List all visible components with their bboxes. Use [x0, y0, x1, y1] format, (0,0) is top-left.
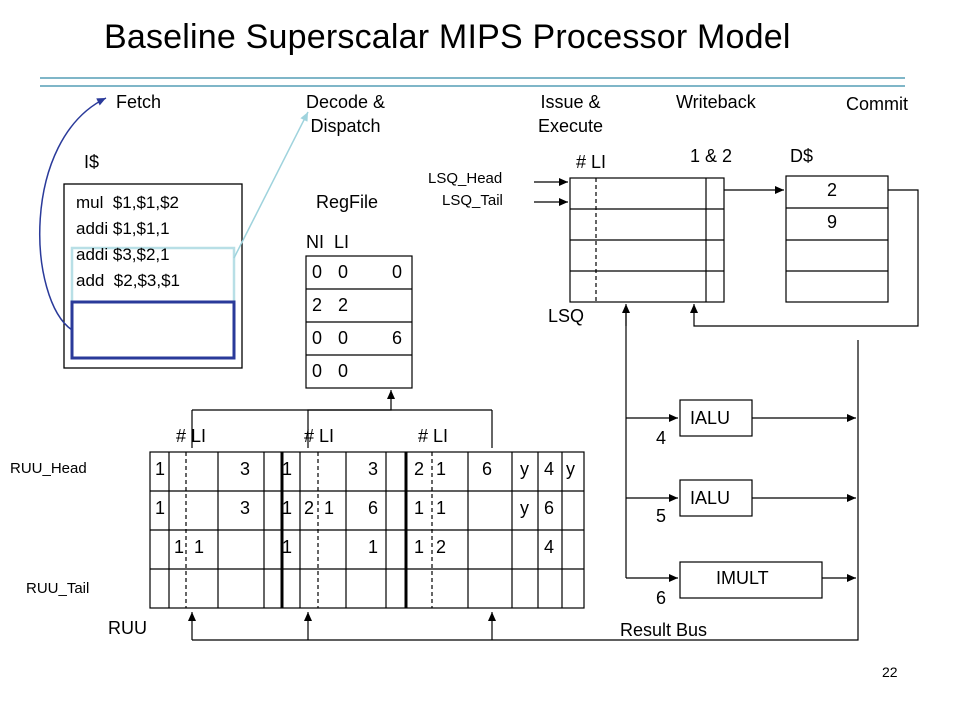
ruu-tail-label: RUU_Tail — [26, 580, 90, 597]
ruu-cell: y — [520, 498, 529, 518]
ruu-cell: 1 — [436, 498, 447, 518]
stage-issue-execute: Issue & Execute — [538, 90, 603, 138]
ruu-cell: 3 — [240, 498, 251, 518]
icache-instructions: mul $1,$1,$2 addi $1,$1,1 addi $3,$2,1 a… — [76, 190, 180, 294]
ruu-cell: 1 — [282, 498, 293, 518]
ruu-table — [149, 451, 585, 609]
ruu-cell: y — [566, 459, 575, 479]
dcache-value: 2 — [827, 180, 838, 200]
page-title: Baseline Superscalar MIPS Processor Mode… — [104, 18, 791, 56]
unit-latency: 6 — [656, 588, 667, 608]
ruu-cell: 2 — [304, 498, 315, 518]
regfile-cell: 2 — [338, 295, 349, 315]
instruction: mul $1,$1,$2 — [76, 193, 180, 212]
icache-label: I$ — [84, 152, 100, 172]
icache-box — [63, 183, 243, 369]
stage-decode-line2: Dispatch — [310, 116, 381, 136]
dcache-label: D$ — [790, 146, 814, 166]
stage-commit: Commit — [846, 94, 908, 114]
result-bus-label: Result Bus — [620, 620, 708, 640]
regfile-table — [305, 255, 413, 389]
ruu-head-label: RUU_Head — [10, 460, 87, 477]
ruu-cell: 4 — [544, 537, 555, 557]
ruu-cell: y — [520, 459, 529, 479]
result-bus — [192, 340, 859, 641]
imult-box — [679, 561, 823, 599]
ruu-cell: 1 — [414, 498, 425, 518]
instruction: addi $1,$1,1 — [76, 219, 170, 238]
ruu-cell: 1 — [174, 537, 185, 557]
dcache-value: 9 — [827, 212, 838, 232]
ruu-cell: 1 — [155, 498, 166, 518]
writeback-ports-label: 1 & 2 — [690, 146, 733, 166]
dispatch-arrow — [233, 111, 309, 259]
unit-ialu-1: IALU — [690, 408, 731, 428]
stage-writeback: Writeback — [676, 92, 756, 112]
lsq-head-label: LSQ_Head — [428, 170, 503, 187]
ruu-cell: 1 — [368, 537, 379, 557]
regfile-cell: 6 — [392, 328, 403, 348]
fetch-arrow — [39, 97, 107, 331]
unit-ialu-2: IALU — [690, 488, 731, 508]
ruu-cell: 1 — [436, 459, 447, 479]
regfile-cell: 0 — [392, 262, 403, 282]
ruu-cell: 2 — [436, 537, 447, 557]
regfile-cell: 0 — [338, 328, 349, 348]
ruu-cell: 6 — [368, 498, 379, 518]
ruu-cell: 1 — [282, 459, 293, 479]
dcache-table — [785, 175, 889, 303]
lsq-tail-label: LSQ_Tail — [442, 192, 503, 209]
ruu-cell: 2 — [414, 459, 425, 479]
regfile-cell: 0 — [312, 328, 323, 348]
ruu-cell: 1 — [194, 537, 205, 557]
dcache-return-arrow — [690, 189, 919, 327]
stage-issue-line1: Issue & — [540, 92, 601, 112]
ruu-cell: 3 — [240, 459, 251, 479]
ruu-cell: 1 — [155, 459, 166, 479]
ruu-cell: 1 — [282, 537, 293, 557]
instruction: add $2,$3,$1 — [76, 271, 180, 290]
lsq-label: LSQ — [548, 306, 585, 326]
stage-decode-dispatch: Decode & Dispatch — [306, 90, 385, 138]
ruu-li-header: # LI — [418, 426, 449, 446]
ruu-cell: 1 — [324, 498, 335, 518]
ruu-li-header: # LI — [304, 426, 335, 446]
ruu-cell: 3 — [368, 459, 379, 479]
ruu-cell: 6 — [544, 498, 555, 518]
regfile-header: NI LI — [306, 232, 350, 252]
ruu-cell: 1 — [414, 537, 425, 557]
page-number: 22 — [882, 664, 898, 680]
unit-latency: 4 — [656, 428, 667, 448]
ruu-li-header: # LI — [176, 426, 207, 446]
instruction: addi $3,$2,1 — [76, 245, 170, 264]
lsq-li-header: # LI — [576, 152, 607, 172]
unit-imult: IMULT — [716, 568, 769, 588]
unit-latency: 5 — [656, 506, 667, 526]
regfile-cell: 0 — [312, 262, 323, 282]
regfile-cell: 0 — [312, 361, 323, 381]
title-underline — [40, 77, 905, 87]
stage-issue-line2: Execute — [538, 116, 604, 136]
ruu-label: RUU — [108, 618, 147, 638]
regfile-cell: 0 — [338, 262, 349, 282]
stage-fetch: Fetch — [116, 92, 162, 112]
ruu-cell: 4 — [544, 459, 555, 479]
lsq-table — [569, 177, 725, 303]
regfile-cell: 2 — [312, 295, 323, 315]
regfile-cell: 0 — [338, 361, 349, 381]
stage-decode-line1: Decode & — [306, 92, 386, 112]
regfile-label: RegFile — [316, 192, 379, 212]
ruu-cell: 6 — [482, 459, 493, 479]
